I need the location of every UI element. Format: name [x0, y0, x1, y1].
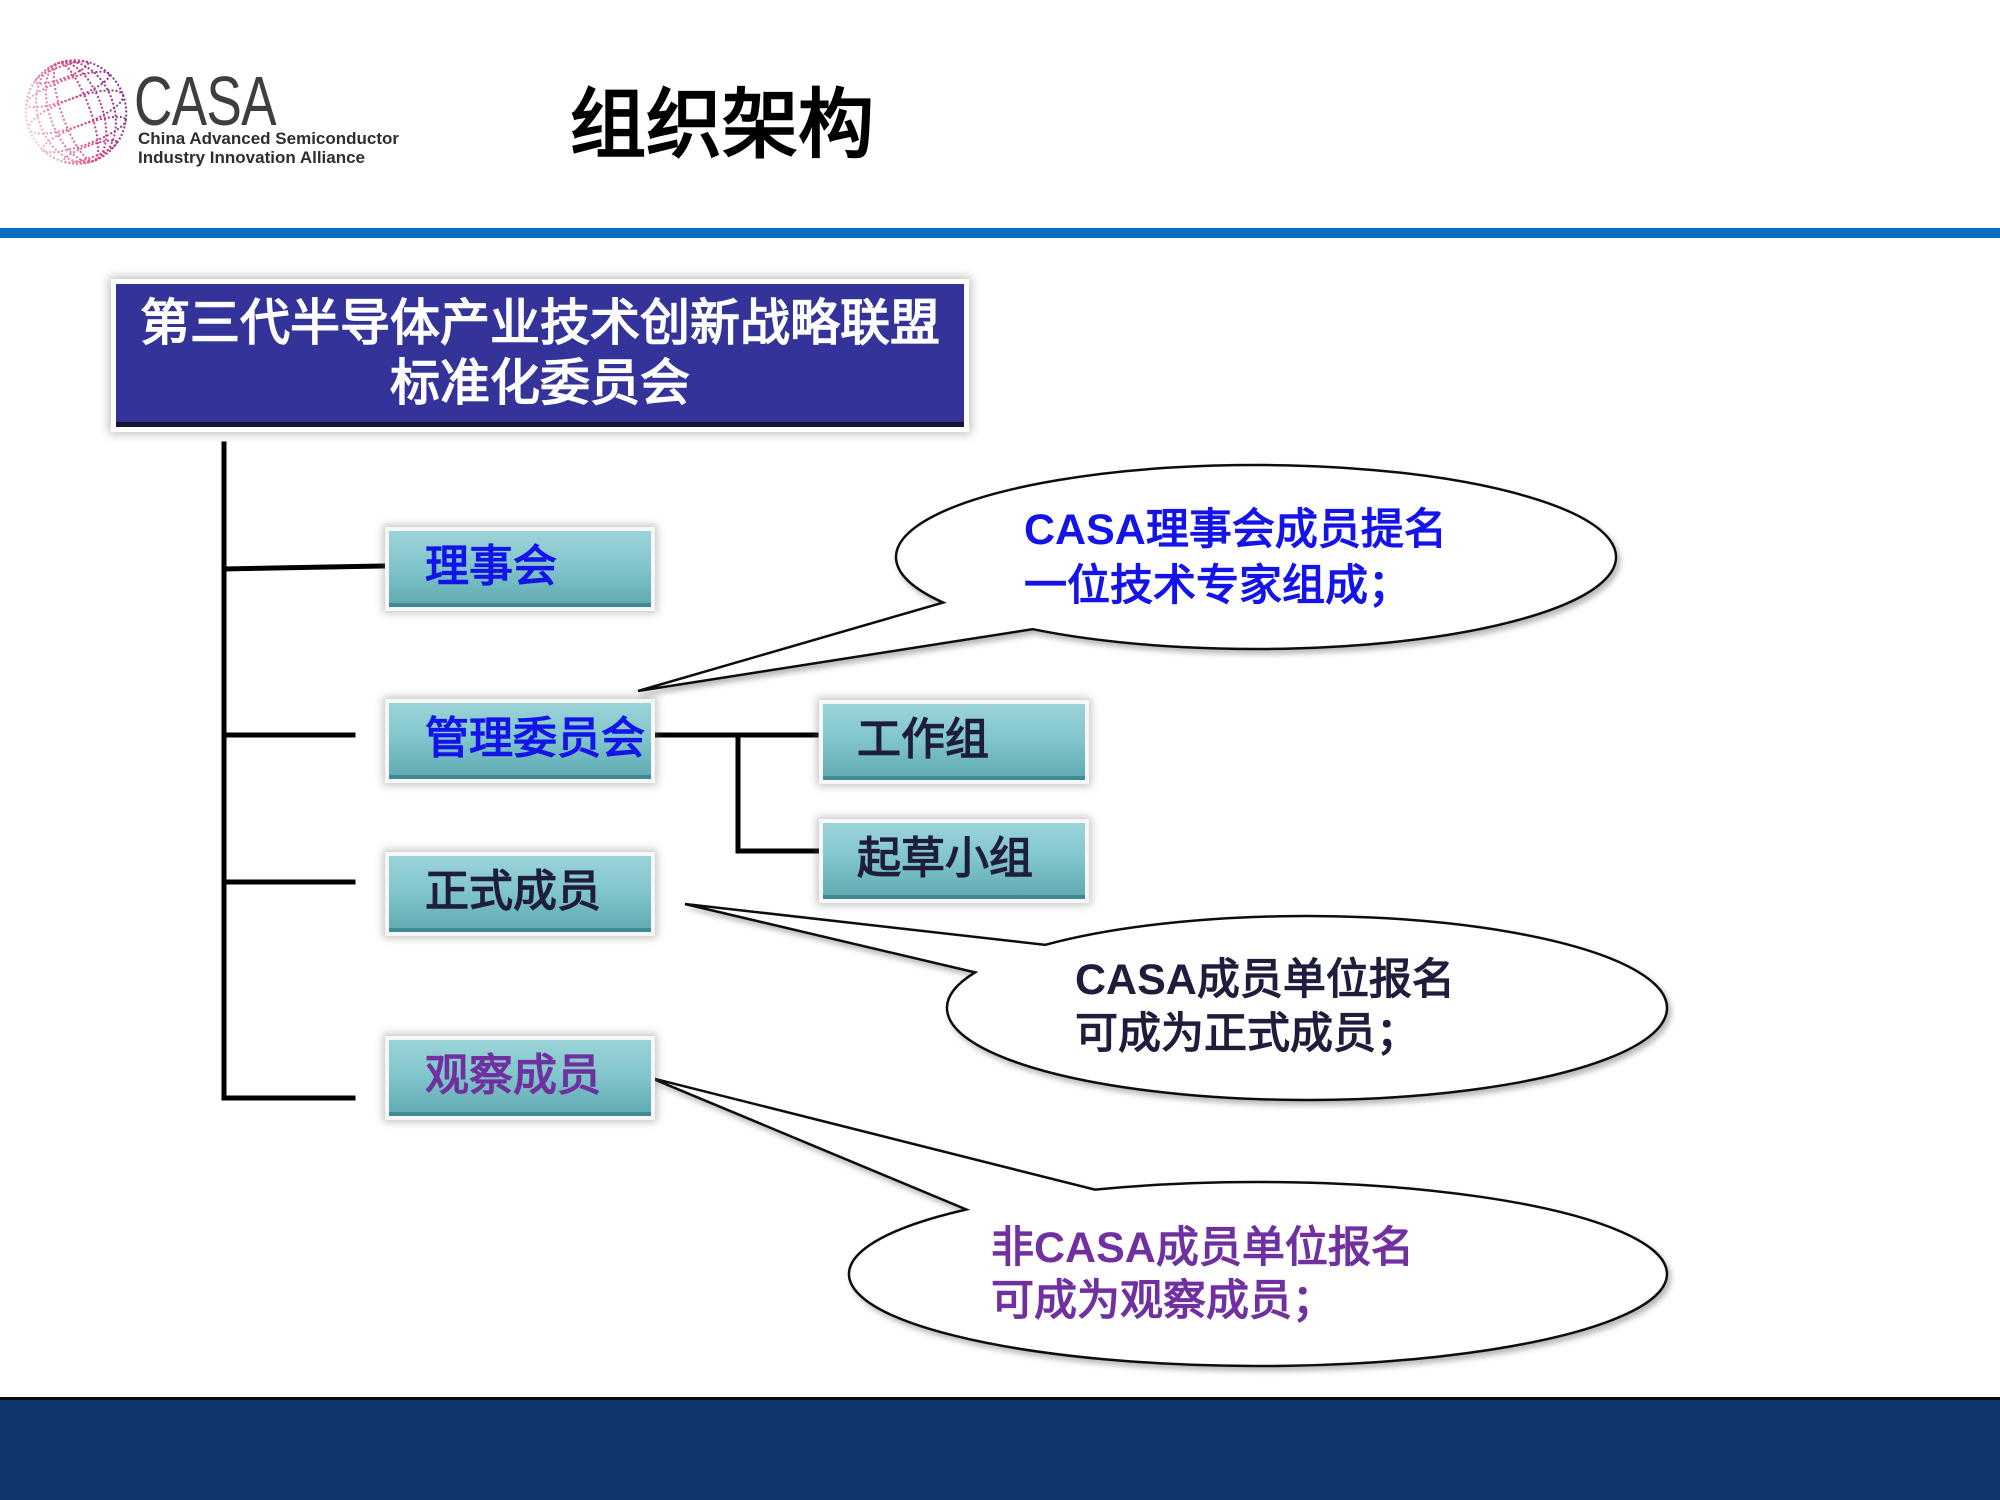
root-node-line2: 标准化委员会	[390, 355, 690, 411]
logo-tagline-line1: China Advanced Semiconductor	[138, 129, 400, 148]
callout-text-full-members: CASA成员单位报名 可成为正式成员；	[1075, 953, 1455, 1061]
callout-bubble-full-members	[684, 902, 1669, 1102]
root-node-line1: 第三代半导体产业技术创新战略联盟	[140, 295, 940, 351]
callout-council-line1: CASA理事会成员提名	[1024, 506, 1447, 554]
node-management-committee: 管理委员会	[389, 703, 651, 779]
logo-tagline-line2: Industry Innovation Alliance	[138, 148, 366, 167]
globe-logo-icon	[24, 59, 128, 165]
connector-to-council	[221, 563, 386, 572]
node-full-members-label: 正式成员	[425, 867, 601, 916]
slide-title: 组织架构	[570, 83, 874, 168]
node-working-group: 工作组	[823, 704, 1085, 780]
callout-council-line2: 一位技术专家组成；	[1024, 562, 1411, 610]
callout-full-members-line2: 可成为正式成员；	[1075, 1010, 1419, 1058]
node-full-members: 正式成员	[389, 856, 651, 932]
logo-wordmark: CASA	[134, 62, 277, 140]
header-divider	[0, 228, 2000, 238]
node-drafting-group: 起草小组	[823, 823, 1085, 899]
callout-text-council: CASA理事会成员提名 一位技术专家组成；	[1024, 502, 1447, 614]
callout-text-observers: 非CASA成员单位报名 可成为观察成员；	[991, 1222, 1414, 1328]
callout-bubble-observers	[650, 1076, 1669, 1368]
callout-observers-line1: 非CASA成员单位报名	[991, 1224, 1414, 1272]
casa-logo: CASA China Advanced Semiconductor Indust…	[0, 0, 420, 200]
footer-bar	[0, 1397, 2000, 1500]
node-drafting-group-label: 起草小组	[857, 834, 1033, 883]
root-node: 第三代半导体产业技术创新战略联盟 标准化委员会	[116, 284, 964, 427]
node-council-label: 理事会	[425, 542, 557, 591]
node-observers-label: 观察成员	[425, 1051, 601, 1100]
callout-bubble-council	[637, 463, 1618, 693]
callout-full-members-line1: CASA成员单位报名	[1075, 956, 1455, 1004]
node-working-group-label: 工作组	[857, 715, 989, 764]
callout-observers-line2: 可成为观察成员；	[991, 1277, 1335, 1325]
node-council: 理事会	[389, 531, 651, 607]
node-management-label: 管理委员会	[425, 714, 645, 763]
node-observers: 观察成员	[389, 1040, 651, 1116]
